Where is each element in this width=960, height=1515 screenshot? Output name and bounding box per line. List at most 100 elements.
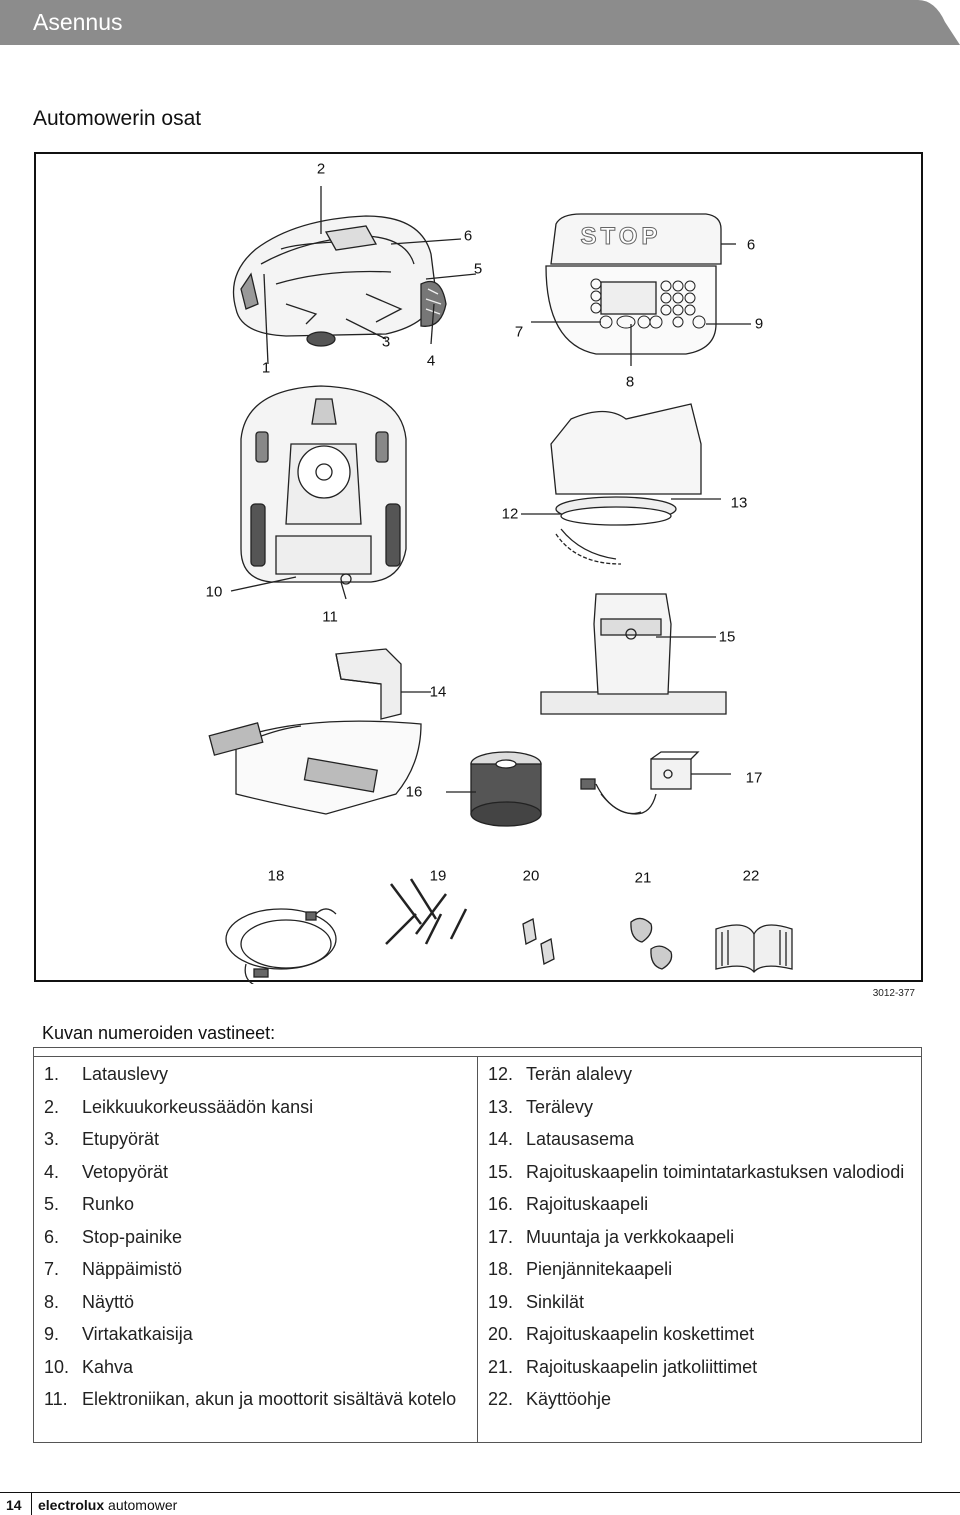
legend-item: 5. Runko (44, 1193, 464, 1216)
callout-12: 12 (501, 505, 519, 523)
legend-num: 13. (488, 1096, 514, 1117)
legend-text: Rajoituskaapelin toimintatarkastuksen va… (526, 1161, 905, 1182)
legend-item: 1. Latauslevy (44, 1063, 464, 1086)
legend-text: Terän alalevy (526, 1064, 633, 1084)
manual-book-illustration (715, 924, 793, 974)
callout-6a: 6 (463, 227, 473, 245)
legend-num: 2. (44, 1096, 60, 1117)
legend-text: Pienjännitekaapeli (526, 1259, 673, 1279)
legend-item: 17.Muuntaja ja verkkokaapeli (488, 1226, 908, 1249)
callout-10: 10 (205, 583, 223, 601)
legend-num: 5. (44, 1194, 60, 1214)
callout-14: 14 (429, 683, 447, 701)
legend-num: 8. (44, 1291, 60, 1312)
legend-text: Kahva (82, 1356, 134, 1377)
legend-item: 14. Latausasema (488, 1128, 908, 1151)
legend-text: Rajoituskaapeli (526, 1194, 649, 1214)
footer-rule (0, 1492, 960, 1493)
legend-item: 22.Käyttöohje (488, 1388, 908, 1411)
legend-text: Terälevy (526, 1096, 594, 1117)
legend-item: 19. Sinkilät (488, 1291, 908, 1314)
legend-num: 1. (44, 1064, 60, 1084)
legend-num: 15. (488, 1161, 514, 1182)
legend-text: Näyttö (82, 1291, 135, 1312)
legend-text: Etupyörät (82, 1129, 160, 1149)
brand-rest: automower (108, 1497, 178, 1513)
legend-text: Rajoituskaapelin jatkoliittimet (526, 1356, 758, 1377)
callout-9: 9 (754, 315, 764, 333)
legend-item: 2. Leikkuukorkeussäädön kansi (44, 1096, 464, 1119)
legend-item: 7.Näppäimistö (44, 1258, 464, 1281)
callout-3: 3 (381, 333, 391, 351)
legend-right-column: 12. Terän alalevy 13. Terälevy 14. Latausas… (488, 1063, 908, 1421)
page-number: 14 (6, 1497, 22, 1513)
legend-item: 13. Terälevy (488, 1096, 908, 1119)
charging-station-front-illustration (540, 593, 727, 715)
mower-illustration (232, 215, 447, 347)
legend-item: 6.Stop-painike (44, 1226, 464, 1249)
figure-code: 3012-377 (872, 988, 915, 999)
callout-22: 22 (742, 867, 760, 885)
mower-underside-illustration (240, 385, 407, 585)
legend-item: 4.Vetopyörät (44, 1161, 464, 1184)
cable-roll-illustration (470, 751, 542, 827)
parts-figure: STOP 2 6 5 1 3 4 6 7 9 8 12 13 10 11 15 … (34, 152, 923, 984)
brand-bold: electrolux (38, 1497, 105, 1513)
legend-num: 12. (488, 1064, 514, 1084)
callout-6b: 6 (746, 236, 756, 254)
legend-num: 20. (488, 1324, 514, 1344)
charging-plate-illustration (208, 648, 422, 815)
callout-4: 4 (426, 352, 436, 370)
footer-brand: electrolux automower (38, 1497, 177, 1513)
legend-num: 11. (44, 1389, 68, 1409)
legend-num: 9. (44, 1324, 60, 1344)
control-panel-illustration (545, 213, 722, 355)
legend-num: 7. (44, 1259, 60, 1279)
callout-18: 18 (267, 867, 285, 885)
blade-closeup-illustration (550, 403, 702, 565)
page-header-title: Asennus (33, 9, 123, 35)
footer-separator (31, 1492, 32, 1515)
callout-19: 19 (429, 867, 447, 885)
legend-num: 4. (44, 1161, 60, 1182)
legend-item: 10. Kahva (44, 1356, 464, 1379)
legend-text: Leikkuukorkeussäädön kansi (82, 1096, 314, 1117)
callout-2: 2 (316, 160, 326, 178)
legend-text: Virtakatkaisija (82, 1324, 193, 1344)
callout-1: 1 (261, 359, 271, 377)
section-title: Automowerin osat (33, 107, 202, 130)
legend-num: 3. (44, 1129, 60, 1149)
legend-text: Stop-painike (82, 1226, 183, 1247)
legend-num: 19. (488, 1291, 514, 1312)
legend-text: Elektroniikan, akun ja moottorit sisältä… (82, 1389, 457, 1409)
legend-item: 11. Elektroniikan, akun ja moottorit sisä… (44, 1388, 464, 1411)
stop-label: STOP (581, 223, 662, 250)
legend-num: 10. (44, 1356, 70, 1377)
legend-text: Latausasema (526, 1129, 635, 1149)
staples-illustration (385, 878, 468, 945)
legend-item: 12. Terän alalevy (488, 1063, 908, 1086)
callout-13: 13 (730, 494, 748, 512)
legend-item: 8. Näyttö (44, 1291, 464, 1314)
legend-text: Rajoituskaapelin koskettimet (526, 1324, 755, 1344)
legend-text: Runko (82, 1194, 135, 1214)
parts-illustration: STOP (208, 186, 793, 984)
header-bar (0, 0, 960, 45)
couplers-illustration (630, 917, 673, 970)
legend-title: Kuvan numeroiden vastineet: (42, 1023, 276, 1043)
callout-7: 7 (514, 323, 524, 341)
legend-left-column: 1. Latauslevy 2. Leikkuukorkeussäädön kans… (44, 1063, 464, 1421)
transformer-illustration (580, 751, 700, 815)
legend-box (33, 1047, 922, 1443)
legend-text: Muuntaja ja verkkokaapeli (526, 1226, 735, 1247)
legend-item: 3. Etupyörät (44, 1128, 464, 1151)
callout-15: 15 (718, 628, 736, 646)
legend-num: 14. (488, 1129, 514, 1149)
legend-text: Sinkilät (526, 1291, 585, 1312)
legend-text: Latauslevy (82, 1064, 169, 1084)
callout-5: 5 (473, 260, 483, 278)
connectors-illustration (522, 918, 555, 965)
legend-item: 18.Pienjännitekaapeli (488, 1258, 908, 1281)
legend-text: Käyttöohje (526, 1389, 612, 1409)
callout-16: 16 (405, 783, 423, 801)
